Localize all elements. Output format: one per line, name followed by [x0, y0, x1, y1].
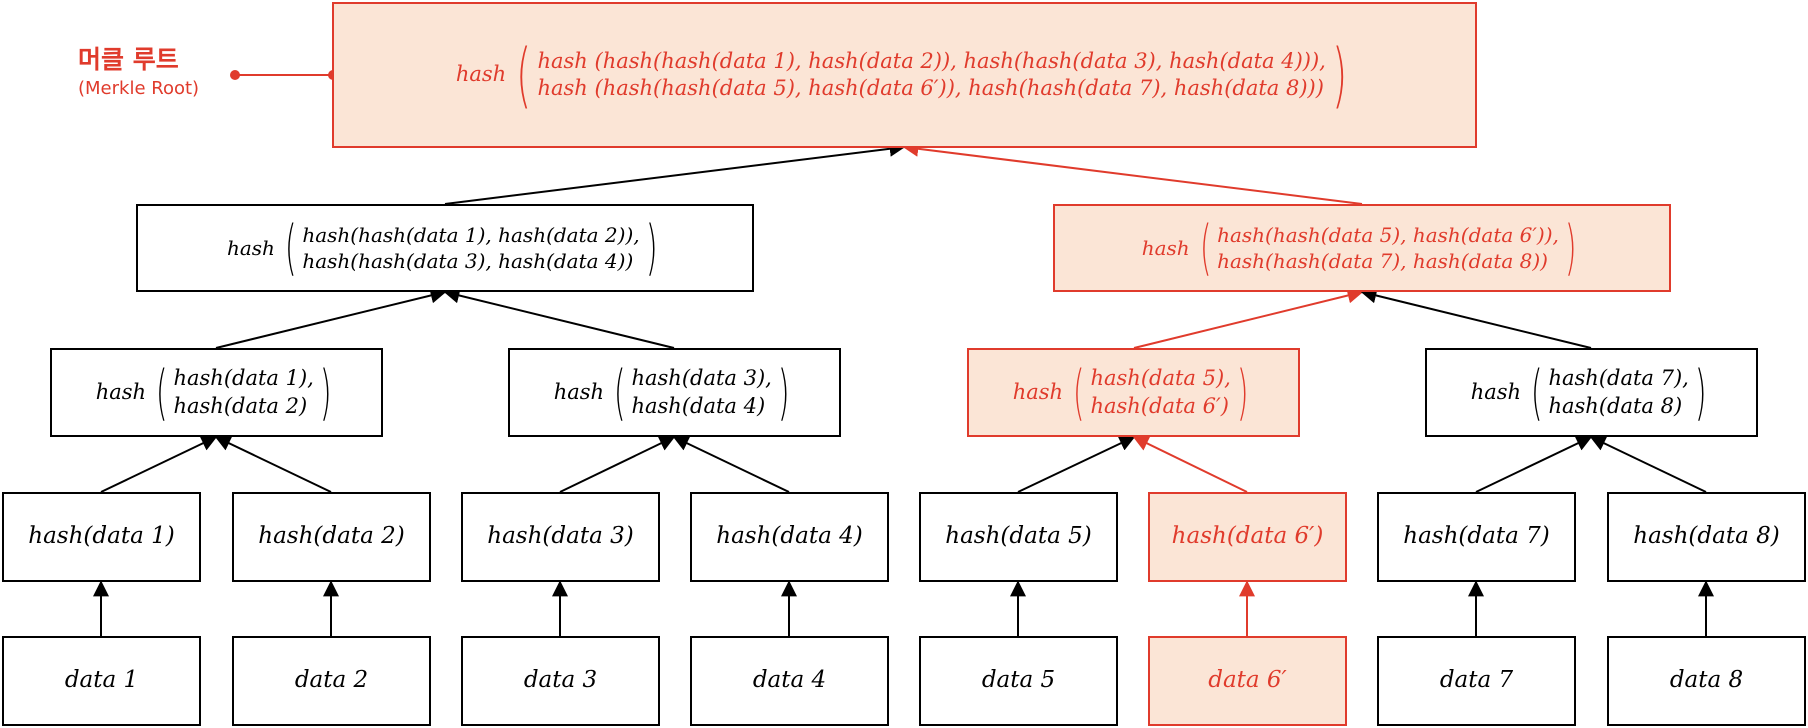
edge-h5 [1017, 435, 1136, 493]
hash-leaf-3: hash(data 3) [461, 492, 660, 582]
edge-l1b [902, 140, 1363, 205]
level1-left-lines: hash(hash(data 1), hash(data 2)), hash(h… [302, 222, 639, 274]
level1-left-line-2: hash(hash(data 3), hash(data 4)) [302, 249, 634, 273]
root-label-dot-left [230, 70, 240, 80]
level2-4-line-1: hash(data 7), [1548, 366, 1689, 391]
level1-right-lines: hash(hash(data 5), hash(data 6′)), hash(… [1217, 222, 1559, 274]
edge-l2b [443, 287, 675, 349]
edge-l1a [444, 140, 906, 205]
data-leaf-8: data 8 [1607, 636, 1806, 726]
root-line-2: hash (hash(hash(data 5), hash(data 6′)),… [537, 76, 1324, 100]
data-leaf-7: data 7 [1377, 636, 1576, 726]
level2-2-line-2: hash(data 4) [631, 393, 766, 418]
root-node: hash ( hash (hash(hash(data 1), hash(dat… [332, 2, 1477, 148]
level1-right-line-2: hash(hash(data 7), hash(data 8)) [1217, 249, 1548, 273]
level2-2-line-1: hash(data 3), [631, 366, 772, 391]
level2-4-fn: hash [1470, 379, 1522, 404]
data-leaf-2: data 2 [232, 636, 431, 726]
hash-leaf-1: hash(data 1) [2, 492, 201, 582]
level2-4-lines: hash(data 7), hash(data 8) [1548, 365, 1688, 419]
level2-node-3: hash ( hash(data 5), hash(data 6′) ) [967, 348, 1300, 437]
level2-1-fn: hash [95, 379, 147, 404]
edge-h1 [100, 435, 218, 493]
level2-node-2: hash ( hash(data 3), hash(data 4) ) [508, 348, 841, 437]
level2-4-line-2: hash(data 8) [1548, 393, 1683, 418]
data-leaf-4: data 4 [690, 636, 889, 726]
edge-h7 [1475, 435, 1593, 493]
hash-leaf-5: hash(data 5) [919, 492, 1118, 582]
hash-leaf-8: hash(data 8) [1607, 492, 1806, 582]
level1-left-open-paren: ( [284, 213, 297, 283]
edge-l2c [1133, 287, 1364, 349]
root-fn: hash [455, 62, 507, 87]
level1-right-close-paren: ) [1564, 213, 1577, 283]
level2-3-line-1: hash(data 5), [1090, 366, 1231, 391]
level2-4-open-paren: ( [1530, 357, 1543, 428]
level1-right-open-paren: ( [1199, 213, 1212, 283]
level1-right-line-1: hash(hash(data 5), hash(data 6′)), [1217, 223, 1559, 247]
level1-right-fn: hash [1141, 236, 1190, 260]
level2-3-lines: hash(data 5), hash(data 6′) [1090, 365, 1230, 419]
hash-leaf-4: hash(data 4) [690, 492, 889, 582]
edge-h4 [672, 435, 790, 493]
level2-2-open-paren: ( [613, 357, 626, 428]
level2-2-lines: hash(data 3), hash(data 4) [631, 365, 771, 419]
level2-4-close-paren: ) [1694, 357, 1707, 428]
data-leaf-5: data 5 [919, 636, 1118, 726]
data-leaf-6: data 6′ [1148, 636, 1347, 726]
edge-h8 [1589, 435, 1707, 493]
level1-left-close-paren: ) [645, 213, 658, 283]
level2-2-close-paren: ) [777, 357, 790, 428]
edge-h2 [214, 435, 332, 493]
root-close-paren: ) [1332, 34, 1348, 116]
level2-1-line-2: hash(data 2) [173, 393, 308, 418]
root-line-1: hash (hash(hash(data 1), hash(data 2)), … [537, 48, 1326, 73]
hash-leaf-6: hash(data 6′) [1148, 492, 1347, 582]
level2-1-line-1: hash(data 1), [173, 366, 314, 391]
merkle-root-label-ko: 머클 루트 [78, 45, 179, 74]
level2-3-close-paren: ) [1236, 357, 1249, 428]
level2-3-fn: hash [1012, 379, 1064, 404]
level2-1-close-paren: ) [319, 357, 332, 428]
root-lines: hash (hash(hash(data 1), hash(data 2)), … [537, 48, 1325, 102]
level2-3-open-paren: ( [1072, 357, 1085, 428]
level2-node-4: hash ( hash(data 7), hash(data 8) ) [1425, 348, 1758, 437]
level2-node-1: hash ( hash(data 1), hash(data 2) ) [50, 348, 383, 437]
level2-1-open-paren: ( [155, 357, 168, 428]
hash-leaf-7: hash(data 7) [1377, 492, 1576, 582]
hash-leaf-2: hash(data 2) [232, 492, 431, 582]
data-leaf-3: data 3 [461, 636, 660, 726]
edge-h6 [1132, 436, 1248, 493]
level2-3-line-2: hash(data 6′) [1090, 393, 1229, 418]
merkle-root-label: 머클 루트 (Merkle Root) [78, 40, 228, 99]
merkle-root-label-en: (Merkle Root) [78, 78, 200, 99]
level2-1-lines: hash(data 1), hash(data 2) [173, 365, 313, 419]
edge-l2d [1360, 287, 1592, 349]
edge-h3 [559, 436, 676, 493]
level1-left-fn: hash [226, 236, 275, 260]
level1-node-right: hash ( hash(hash(data 5), hash(data 6′))… [1053, 204, 1671, 292]
level1-left-line-1: hash(hash(data 1), hash(data 2)), [302, 223, 640, 247]
level2-2-fn: hash [553, 379, 605, 404]
root-open-paren: ( [516, 34, 532, 116]
data-leaf-1: data 1 [2, 636, 201, 726]
edge-l2a [215, 287, 447, 349]
level1-node-left: hash ( hash(hash(data 1), hash(data 2)),… [136, 204, 754, 292]
